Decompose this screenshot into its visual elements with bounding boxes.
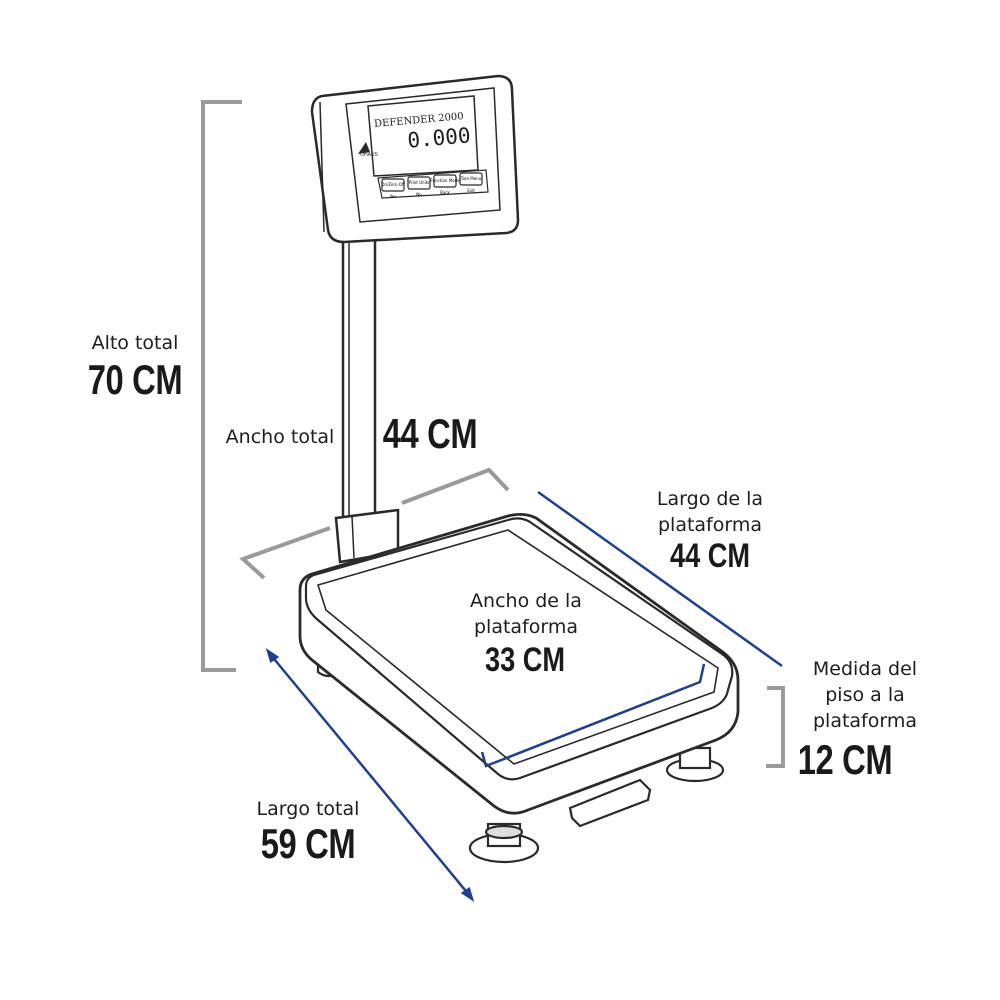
display-button-label: Print Units bbox=[409, 180, 430, 185]
scale-platform bbox=[298, 513, 740, 864]
display-button-caption: Yes bbox=[389, 194, 396, 199]
platform-length-label: Largo de la plataforma bbox=[656, 488, 764, 536]
total-length-value: 59 CM bbox=[260, 820, 356, 867]
total-width-bracket bbox=[239, 467, 510, 580]
display-button-caption: Back bbox=[440, 190, 450, 195]
total-width-label: Ancho total bbox=[225, 426, 335, 448]
display-button-label: Tare Menu bbox=[460, 176, 482, 181]
total-length-arrow bbox=[265, 648, 475, 902]
floor-height-value: 12 CM bbox=[797, 736, 893, 783]
platform-handle bbox=[568, 778, 652, 828]
total-height-value: 70 CM bbox=[87, 356, 183, 403]
display-button-caption: No bbox=[416, 192, 422, 197]
platform-width-label: Ancho de la plataforma bbox=[470, 590, 582, 638]
indicator-display bbox=[310, 74, 520, 244]
display-button-caption: Exit bbox=[467, 188, 475, 193]
platform-length-value: 44 CM bbox=[669, 537, 751, 575]
total-height-label: Alto total bbox=[91, 332, 179, 354]
floor-height-bracket bbox=[766, 686, 785, 768]
floor-height-label: Medida del piso a la plataforma bbox=[812, 658, 918, 732]
total-length-label: Largo total bbox=[256, 798, 360, 820]
ohaus-logo-icon bbox=[358, 142, 370, 154]
platform-width-value: 33 CM bbox=[484, 641, 566, 679]
platform-width-line bbox=[480, 663, 706, 768]
scale-pole bbox=[334, 226, 400, 564]
total-height-bracket bbox=[201, 100, 242, 672]
platform-length-line bbox=[537, 490, 783, 668]
total-width-value: 44 CM bbox=[382, 410, 478, 457]
display-button-label: On/Zero Off bbox=[381, 182, 405, 187]
display-logo-text: OHAUS bbox=[360, 152, 378, 158]
display-button-label: Function Mode bbox=[430, 178, 460, 183]
display-buttons bbox=[381, 172, 483, 192]
